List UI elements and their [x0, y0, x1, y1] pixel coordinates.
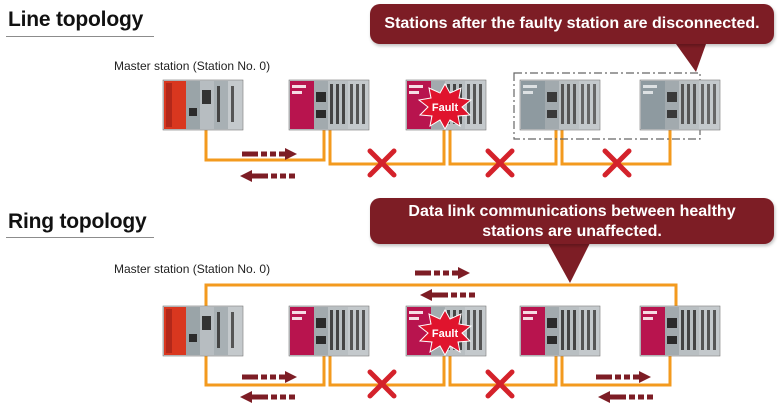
- line-master-plc-icon: [162, 79, 244, 131]
- ring-callout: Data link communications between healthy…: [370, 198, 774, 244]
- line-topology-title: Line topology: [8, 8, 144, 31]
- ring-topology-title: Ring topology: [8, 210, 147, 233]
- ring-station-4-plc-icon: [639, 305, 721, 357]
- line-master-station-label: Master station (Station No. 0): [114, 59, 271, 73]
- line-disconnected-station-plc-icon: [519, 79, 601, 131]
- line-callout-text: Stations after the faulty station are di…: [384, 15, 760, 32]
- line-fault-label: Fault: [432, 102, 459, 114]
- line-callout-tail: [676, 44, 706, 72]
- ring-arrow-right-icon: [596, 371, 651, 383]
- ring-arrow-left-icon: [420, 289, 475, 301]
- line-station-1-plc-icon: [288, 79, 370, 131]
- ring-callout-text-line-2: stations are unaffected.: [482, 223, 662, 240]
- ring-title-rule: [6, 237, 154, 238]
- ring-callout-tail: [548, 243, 590, 283]
- ring-arrow-left-icon: [240, 391, 295, 403]
- line-callout: Stations after the faulty station are di…: [370, 4, 774, 44]
- ring-arrow-right-icon: [415, 267, 470, 279]
- line-arrow-right-icon: [242, 148, 297, 160]
- ring-arrow-right-icon: [242, 371, 297, 383]
- ring-master-station-label: Master station (Station No. 0): [114, 262, 271, 276]
- ring-master-plc-icon: [162, 305, 244, 357]
- ring-fault-label: Fault: [432, 328, 459, 340]
- line-title-rule: [6, 36, 154, 37]
- ring-station-1-plc-icon: [288, 305, 370, 357]
- ring-arrow-left-icon: [598, 391, 653, 403]
- ring-station-3-plc-icon: [519, 305, 601, 357]
- line-disconnected-station-plc-icon: [639, 79, 721, 131]
- line-cable: [204, 128, 672, 166]
- line-arrow-left-icon: [240, 170, 295, 182]
- ring-fault-burst-icon: Fault: [417, 308, 473, 357]
- ring-callout-text-line-1: Data link communications between healthy: [408, 203, 736, 220]
- line-fault-burst-icon: Fault: [417, 82, 473, 131]
